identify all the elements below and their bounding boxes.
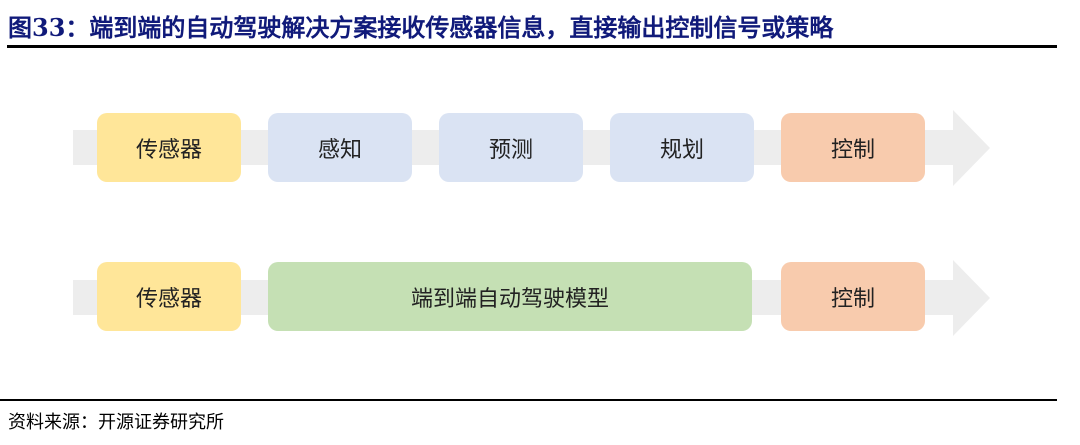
- figure-title: 图33：端到端的自动驾驶解决方案接收传感器信息，直接输出控制信号或策略: [8, 13, 834, 42]
- source-divider: [0, 399, 1057, 401]
- stage-sensor-e2e: 传感器: [97, 262, 241, 331]
- source-note: 资料来源：开源证券研究所: [8, 412, 224, 433]
- stage-e2e-model: 端到端自动驾驶模型: [268, 262, 752, 331]
- stage-prediction: 预测: [439, 113, 583, 182]
- stage-sensor: 传感器: [97, 113, 241, 182]
- stage-planning: 规划: [610, 113, 754, 182]
- stage-control-e2e: 控制: [781, 262, 925, 331]
- title-divider: [7, 45, 1057, 48]
- stage-control: 控制: [781, 113, 925, 182]
- stage-perception: 感知: [268, 113, 412, 182]
